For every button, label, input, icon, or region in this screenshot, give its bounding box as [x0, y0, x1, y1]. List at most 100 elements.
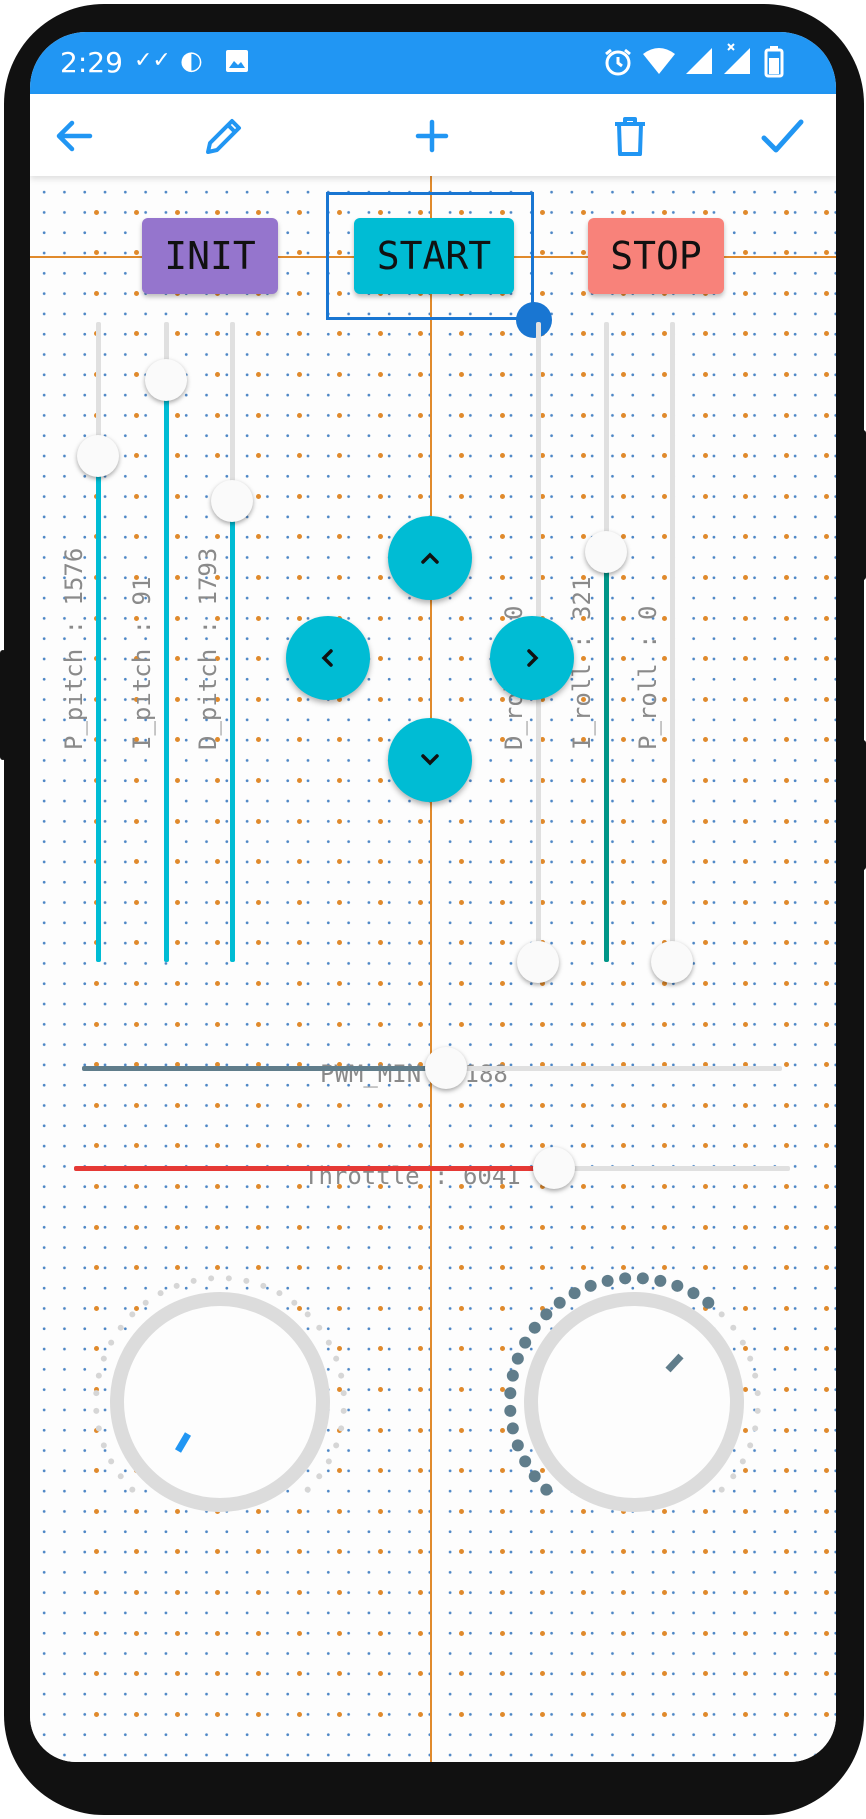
snap-dot: [661, 493, 667, 499]
snap-dot: [743, 1305, 749, 1311]
dpad-up-button[interactable]: [388, 516, 472, 600]
snap-dot: [824, 737, 830, 743]
snap-dot: [702, 1630, 708, 1636]
start-button[interactable]: START: [354, 218, 514, 294]
snap-dot: [418, 1549, 424, 1555]
slider-thumb[interactable]: [425, 1047, 467, 1089]
roll-slider-thumb[interactable]: [517, 941, 559, 983]
dpad-down-button[interactable]: [388, 718, 472, 802]
knob-tick-dot: [540, 1308, 553, 1321]
knob-tick-dot: [506, 1369, 519, 1382]
knob-tick-dot: [739, 1458, 746, 1465]
snap-dot: [702, 1671, 708, 1677]
snap-dot: [337, 493, 343, 499]
snap-dot: [174, 696, 180, 702]
snap-dot: [580, 1549, 586, 1555]
left-knob[interactable]: [90, 1272, 350, 1532]
snap-dot: [580, 1265, 586, 1271]
snap-dot: [458, 209, 464, 215]
knob-tick-dot: [325, 1339, 332, 1346]
dpad-right-button[interactable]: [490, 616, 574, 700]
snap-dot: [783, 1346, 789, 1352]
stop-button[interactable]: STOP: [588, 218, 724, 294]
dpad-left-button[interactable]: [286, 616, 370, 700]
snap-dot: [702, 1549, 708, 1555]
snap-dot: [93, 980, 99, 986]
snap-dot: [418, 412, 424, 418]
snap-dot: [458, 1549, 464, 1555]
snap-dot: [255, 493, 261, 499]
pitch-slider-fill: [96, 456, 101, 962]
snap-dot: [499, 453, 505, 459]
snap-dot: [418, 1143, 424, 1149]
status-time: 2:29: [60, 46, 123, 79]
snap-dot: [418, 859, 424, 865]
resize-handle[interactable]: [516, 302, 552, 338]
snap-dot: [743, 1021, 749, 1027]
snap-dot: [215, 899, 221, 905]
init-button[interactable]: INIT: [142, 218, 278, 294]
pitch-slider-thumb[interactable]: [77, 435, 119, 478]
snap-dot: [743, 656, 749, 662]
plus-icon[interactable]: [408, 112, 456, 160]
knob-tick-dot: [752, 1372, 759, 1379]
roll-slider-track[interactable]: [670, 322, 675, 962]
snap-dot: [418, 899, 424, 905]
phone-side-button-top: [860, 430, 866, 580]
knob-tick-dot: [747, 1355, 754, 1362]
knob-tick-dot: [129, 1311, 136, 1318]
snap-dot: [621, 534, 627, 540]
pitch-slider-thumb[interactable]: [211, 480, 253, 523]
snap-dot: [499, 1589, 505, 1595]
back-arrow-icon[interactable]: [50, 112, 98, 160]
knob-tick-dot: [718, 1311, 725, 1318]
snap-dot: [377, 899, 383, 905]
snap-dot: [93, 1305, 99, 1311]
snap-dot: [296, 818, 302, 824]
snap-dot: [215, 1062, 221, 1068]
slider-thumb[interactable]: [532, 1147, 575, 1189]
snap-dot: [174, 818, 180, 824]
pencil-icon[interactable]: [200, 112, 248, 160]
snap-dot: [377, 1671, 383, 1677]
knob-tick-dot: [702, 1296, 715, 1309]
snap-dot: [621, 980, 627, 986]
snap-dot: [702, 615, 708, 621]
snap-dot: [215, 656, 221, 662]
check-icon[interactable]: [758, 112, 806, 160]
snap-dot: [621, 331, 627, 337]
snap-dot: [661, 1183, 667, 1189]
snap-dot: [215, 1630, 221, 1636]
snap-dot: [743, 1711, 749, 1717]
snap-dot: [377, 1305, 383, 1311]
snap-dot: [418, 1468, 424, 1474]
right-knob[interactable]: [504, 1272, 764, 1532]
snap-dot: [702, 818, 708, 824]
snap-dot: [296, 777, 302, 783]
snap-dot: [661, 534, 667, 540]
snap-dot: [174, 656, 180, 662]
snap-dot: [499, 1224, 505, 1230]
snap-dot: [661, 737, 667, 743]
snap-dot: [743, 1589, 749, 1595]
snap-dot: [702, 534, 708, 540]
snap-dot: [499, 1549, 505, 1555]
snap-dot: [174, 777, 180, 783]
snap-dot: [377, 1630, 383, 1636]
snap-dot: [337, 290, 343, 296]
snap-dot: [824, 1671, 830, 1677]
snap-dot: [702, 493, 708, 499]
snap-dot: [93, 1183, 99, 1189]
roll-slider-thumb[interactable]: [651, 941, 693, 983]
pitch-slider-thumb[interactable]: [145, 358, 187, 401]
knob-tick-dot: [687, 1287, 700, 1300]
snap-dot: [743, 1265, 749, 1271]
roll-slider-thumb[interactable]: [585, 531, 627, 574]
snap-dot: [580, 209, 586, 215]
snap-dot: [134, 250, 140, 256]
snap-dot: [661, 899, 667, 905]
snap-dot: [174, 412, 180, 418]
knob-tick-dot: [338, 1425, 345, 1432]
trash-icon[interactable]: [606, 112, 654, 160]
knob-tick-dot: [316, 1324, 323, 1331]
